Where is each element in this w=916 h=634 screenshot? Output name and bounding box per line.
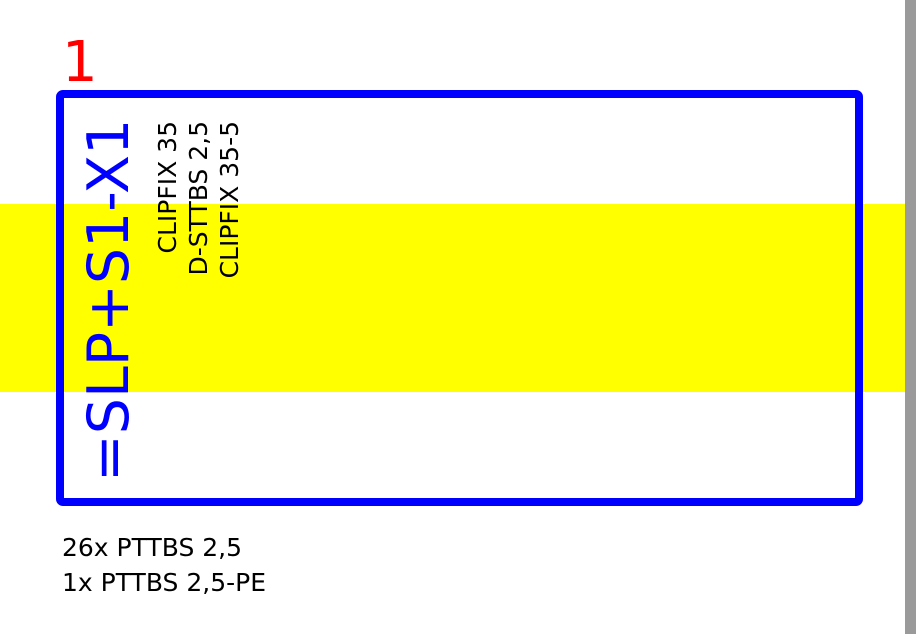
page-number: 1 bbox=[62, 30, 98, 95]
terminal-strip-frame[interactable] bbox=[56, 90, 863, 506]
highlight-band bbox=[0, 204, 905, 392]
vertical-scrollbar[interactable] bbox=[905, 0, 916, 634]
terminal-strip-designation: =SLP+S1-X1 bbox=[76, 119, 142, 482]
accessory-label: CLIPFIX 35 bbox=[153, 121, 182, 253]
parts-summary-line: 26x PTTBS 2,5 bbox=[62, 533, 242, 562]
accessory-label: CLIPFIX 35-5 bbox=[215, 121, 244, 278]
accessory-label: D-STTBS 2,5 bbox=[184, 121, 213, 276]
parts-summary-line: 1x PTTBS 2,5-PE bbox=[62, 568, 266, 597]
